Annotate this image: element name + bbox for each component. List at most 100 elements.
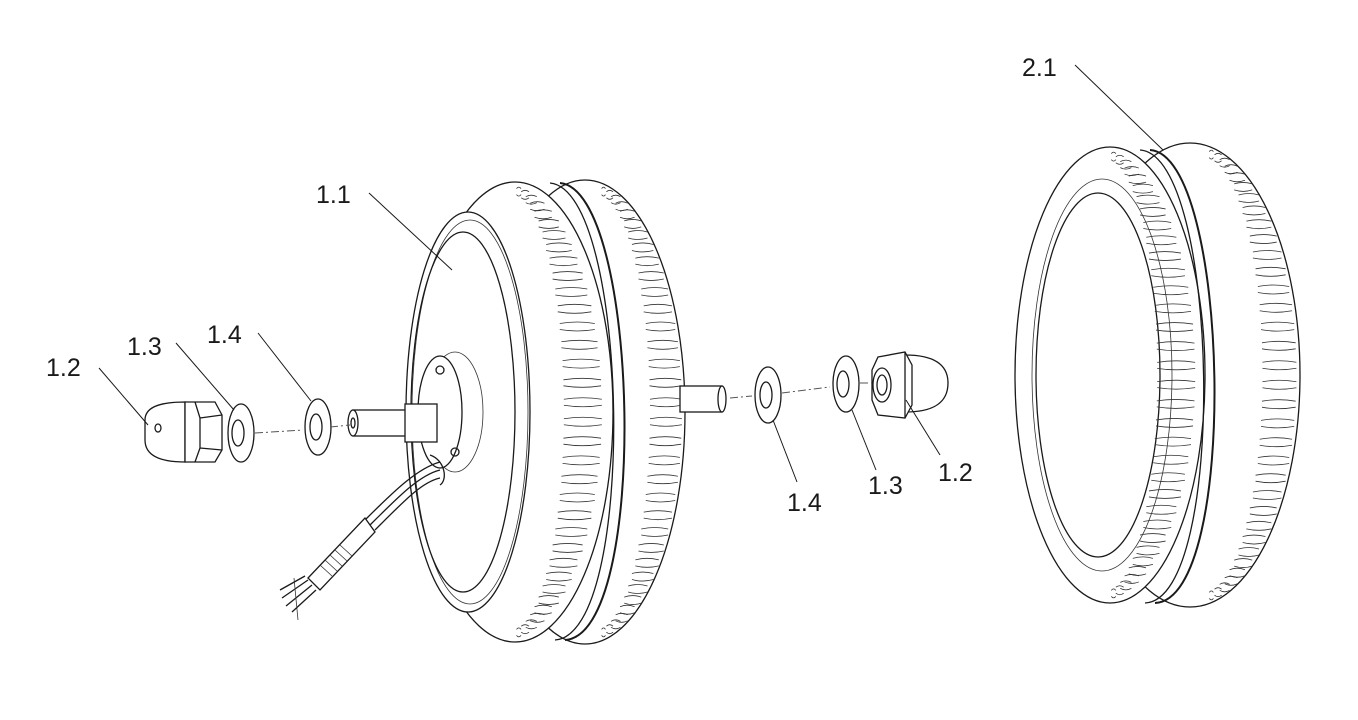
tread-block — [1128, 174, 1147, 184]
tread-block — [1157, 379, 1196, 390]
tread-block — [1249, 234, 1277, 244]
tread-block — [638, 271, 664, 281]
tread-block — [649, 397, 682, 408]
tread-block — [557, 510, 592, 521]
tread-block — [1153, 454, 1189, 465]
tread-block — [538, 595, 559, 605]
tread-block — [1156, 399, 1195, 409]
tread-block — [1136, 545, 1160, 556]
tread-block — [631, 242, 654, 253]
tread-block — [1154, 303, 1192, 314]
tread-block — [1252, 250, 1282, 260]
tread-block — [1255, 473, 1286, 484]
tread-block — [1261, 340, 1296, 351]
tread-block — [1242, 534, 1266, 545]
tread-block — [1229, 172, 1246, 183]
tread-block — [631, 571, 654, 582]
tread-block — [643, 510, 673, 521]
tread-block — [555, 527, 588, 537]
tread-block — [1255, 266, 1286, 277]
tread-block — [1132, 556, 1154, 567]
tire-2-1 — [1014, 142, 1301, 608]
tread-block — [1115, 154, 1124, 165]
tread-block — [1262, 379, 1297, 390]
lock-washer-left — [227, 403, 255, 463]
tread-block — [628, 230, 648, 240]
tread-block — [1148, 489, 1181, 499]
tread-block — [1156, 341, 1195, 351]
tread-block — [615, 612, 628, 623]
axis-line-left — [254, 424, 351, 434]
tread-block — [549, 557, 578, 568]
tread-block — [1238, 547, 1260, 557]
tread-block — [520, 624, 530, 635]
tread-block — [561, 474, 598, 485]
tread-block — [546, 571, 572, 582]
tread-block — [1139, 533, 1166, 543]
tread-block — [648, 455, 680, 466]
tread-block — [1155, 322, 1194, 332]
tread-block — [1234, 558, 1253, 568]
tread-block — [1110, 151, 1117, 162]
tread-block — [525, 194, 538, 205]
tread-block — [1214, 587, 1222, 598]
tread-block — [1246, 520, 1272, 531]
tread-block — [1261, 399, 1296, 410]
tread-block — [563, 397, 602, 408]
axis-line-right — [729, 382, 872, 399]
tread-block — [1110, 588, 1117, 599]
tread-block — [525, 619, 538, 630]
tread-block — [641, 287, 669, 297]
motor-cable — [279, 454, 445, 621]
callout-1-3-right: 1.3 — [868, 472, 903, 500]
tread-block — [1151, 267, 1185, 278]
tread-block — [1151, 472, 1185, 483]
tread-block — [530, 612, 545, 623]
tread-block — [559, 492, 595, 503]
tread-block — [624, 595, 642, 605]
tread-block — [552, 271, 583, 281]
lock-washer-right — [832, 355, 860, 413]
tread-block — [649, 377, 682, 388]
tread-block — [1120, 159, 1132, 170]
tread-block — [648, 358, 680, 369]
tread-block — [619, 209, 635, 220]
tread-block — [1208, 590, 1214, 601]
cap-nut-left — [144, 401, 223, 463]
tread-block — [557, 303, 592, 314]
tread-block — [534, 209, 552, 220]
tread-block — [516, 627, 522, 638]
tread-block — [555, 287, 588, 297]
tread-block — [601, 186, 606, 197]
tread-block — [1260, 321, 1295, 332]
tread-block — [1143, 220, 1172, 231]
tread-block — [563, 416, 602, 427]
tread-block — [552, 543, 583, 553]
tread-block — [562, 455, 600, 466]
tread-block — [1157, 360, 1196, 371]
tread-block — [1115, 585, 1124, 596]
tread-block — [520, 189, 530, 200]
tread-block — [645, 321, 676, 332]
tread-block — [1262, 360, 1297, 371]
tread-block — [606, 624, 614, 635]
tread-block — [1120, 580, 1132, 591]
tread-block — [1139, 207, 1166, 217]
tread-block — [1257, 455, 1290, 466]
tread-block — [649, 416, 682, 427]
callout-1-4-right: 1.4 — [787, 489, 822, 517]
tread-block — [610, 619, 621, 630]
tread-block — [628, 584, 648, 594]
tread-block — [643, 303, 673, 314]
axle-right — [679, 385, 727, 413]
tread-block — [1143, 519, 1172, 530]
axle-left — [347, 403, 438, 443]
tread-block — [1219, 582, 1230, 593]
tread-block — [1224, 575, 1238, 586]
tread-block — [647, 474, 678, 485]
tread-block — [1155, 418, 1194, 428]
tread-block — [624, 219, 642, 229]
tread-block — [1252, 490, 1282, 500]
tread-block — [542, 230, 566, 240]
